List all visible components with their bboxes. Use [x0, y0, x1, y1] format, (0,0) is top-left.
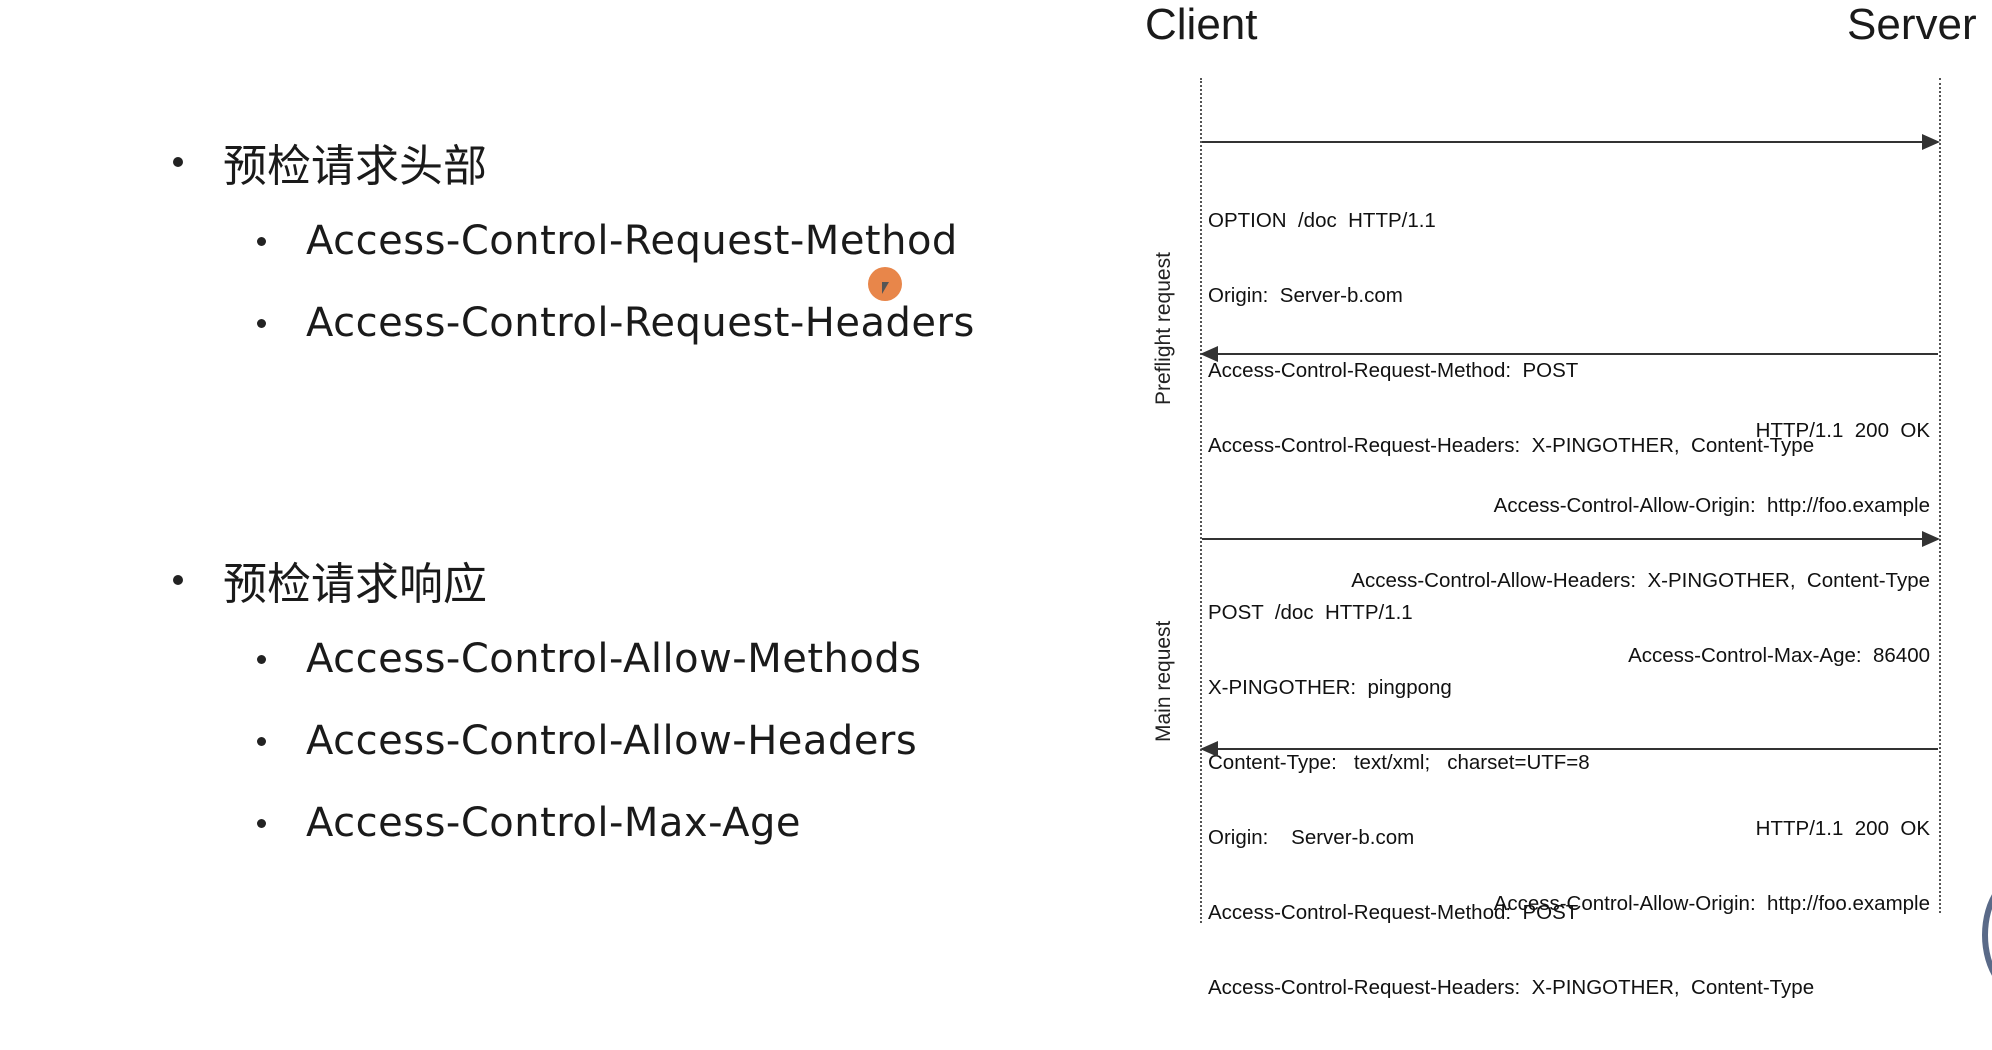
preflight-response-arrow — [1200, 346, 1938, 362]
bullet-icon — [173, 157, 183, 167]
bullet-max-age: Access-Control-Max-Age — [257, 800, 801, 846]
server-label: Server — [1847, 0, 1977, 49]
bullet-text: 预检请求头部 — [223, 141, 487, 192]
main-response-arrow — [1200, 741, 1938, 757]
client-lifeline — [1200, 78, 1202, 923]
bullet-allow-methods: Access-Control-Allow-Methods — [257, 636, 922, 682]
bullet-text: Access-Control-Request-Method — [306, 218, 958, 264]
bullet-icon — [257, 318, 266, 328]
bullet-text: Access-Control-Allow-Headers — [306, 718, 918, 764]
server-lifeline — [1939, 78, 1941, 913]
preflight-request-label: Preflight request — [1152, 252, 1175, 405]
bullet-text: 预检请求响应 — [223, 559, 487, 610]
bullet-text: Access-Control-Allow-Methods — [306, 636, 922, 682]
preflight-request-message: OPTION /doc HTTP/1.1 Origin: Server-b.co… — [1208, 209, 1815, 457]
bullet-icon — [257, 736, 266, 746]
bullet-icon — [173, 575, 183, 585]
cors-sequence-diagram: Client Server OPTION /doc HTTP/1.1 Origi… — [1100, 0, 1992, 999]
bullet-icon — [257, 654, 266, 664]
main-request-label: Main request — [1152, 620, 1175, 742]
main-request-arrow — [1202, 531, 1940, 547]
client-label: Client — [1145, 0, 1258, 49]
bullet-text: Access-Control-Request-Headers — [306, 300, 975, 346]
arrowhead-left-icon — [1200, 346, 1218, 362]
bullet-preflight-request-headers: 预检请求头部 — [173, 130, 487, 194]
preflight-response-message: HTTP/1.1 200 OK Access-Control-Allow-Ori… — [1351, 419, 1930, 667]
bullet-request-method: Access-Control-Request-Method — [257, 218, 958, 264]
main-response-message: HTTP/1.1 200 OK Access-Control-Allow-Ori… — [1493, 817, 1930, 915]
bullet-icon — [257, 818, 266, 828]
bullet-allow-headers: Access-Control-Allow-Headers — [257, 718, 917, 764]
arrowhead-left-icon — [1200, 741, 1218, 757]
arrowhead-right-icon — [1922, 134, 1940, 150]
bullet-icon — [257, 236, 266, 246]
preflight-request-arrow — [1202, 134, 1940, 150]
arrowhead-right-icon — [1922, 531, 1940, 547]
bullet-text: Access-Control-Max-Age — [306, 800, 802, 846]
bullet-request-headers: Access-Control-Request-Headers — [257, 300, 975, 346]
bullet-preflight-response: 预检请求响应 — [173, 548, 487, 612]
slide-bullet-panel: 预检请求头部 Access-Control-Request-Method Acc… — [173, 130, 975, 846]
mouse-pointer-icon — [882, 282, 889, 294]
